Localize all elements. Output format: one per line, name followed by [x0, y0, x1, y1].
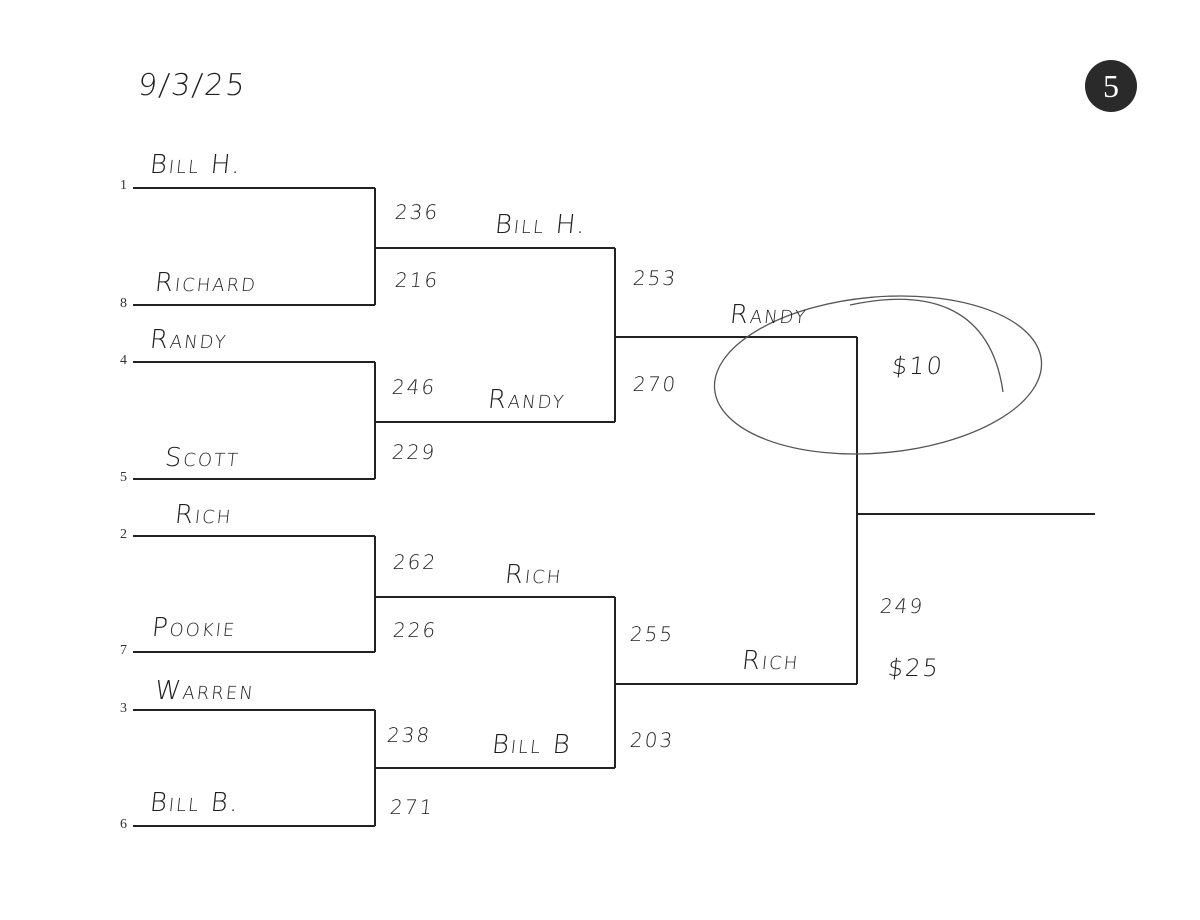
- player-name: Rich: [740, 646, 802, 676]
- seed-number: 8: [120, 296, 127, 311]
- seed-number: 2: [120, 527, 127, 542]
- player-name: Rich: [503, 560, 565, 590]
- score: 271: [388, 795, 436, 819]
- seed-number: 3: [120, 701, 127, 716]
- player-name: Randy: [486, 385, 568, 415]
- score: 255: [628, 622, 676, 646]
- player-name: Randy: [148, 325, 230, 355]
- page-number-badge: 5: [1085, 60, 1137, 112]
- player-name: Warren: [153, 676, 257, 706]
- score: 216: [393, 268, 441, 292]
- prize-circle-mark: [713, 295, 1043, 455]
- date: 9/3/25: [136, 68, 249, 103]
- seed-number: 7: [120, 643, 127, 658]
- seed-number: 5: [120, 470, 127, 485]
- seed-number: 6: [120, 817, 127, 832]
- player-name: Randy: [728, 300, 810, 330]
- player-name: Bill B.: [148, 788, 242, 818]
- player-name: Bill H.: [148, 150, 244, 180]
- score: 226: [391, 618, 439, 642]
- score: 238: [385, 723, 433, 747]
- score: 249: [878, 594, 926, 618]
- player-name: Rich: [173, 500, 235, 530]
- player-name: Richard: [153, 268, 259, 298]
- score: 236: [393, 200, 441, 224]
- player-name: Pookie: [150, 613, 239, 643]
- prize-amount: $25: [886, 654, 942, 682]
- player-name: Scott: [163, 443, 242, 473]
- score: 229: [390, 440, 438, 464]
- score: 270: [631, 372, 679, 396]
- score: 262: [391, 550, 439, 574]
- seed-number: 1: [120, 178, 127, 193]
- player-name: Bill H.: [493, 210, 589, 240]
- seed-number: 4: [120, 353, 127, 368]
- prize-amount: $10: [890, 352, 946, 380]
- player-name: Bill B: [490, 730, 574, 760]
- score: 203: [628, 728, 676, 752]
- score: 246: [390, 375, 438, 399]
- score: 253: [631, 266, 679, 290]
